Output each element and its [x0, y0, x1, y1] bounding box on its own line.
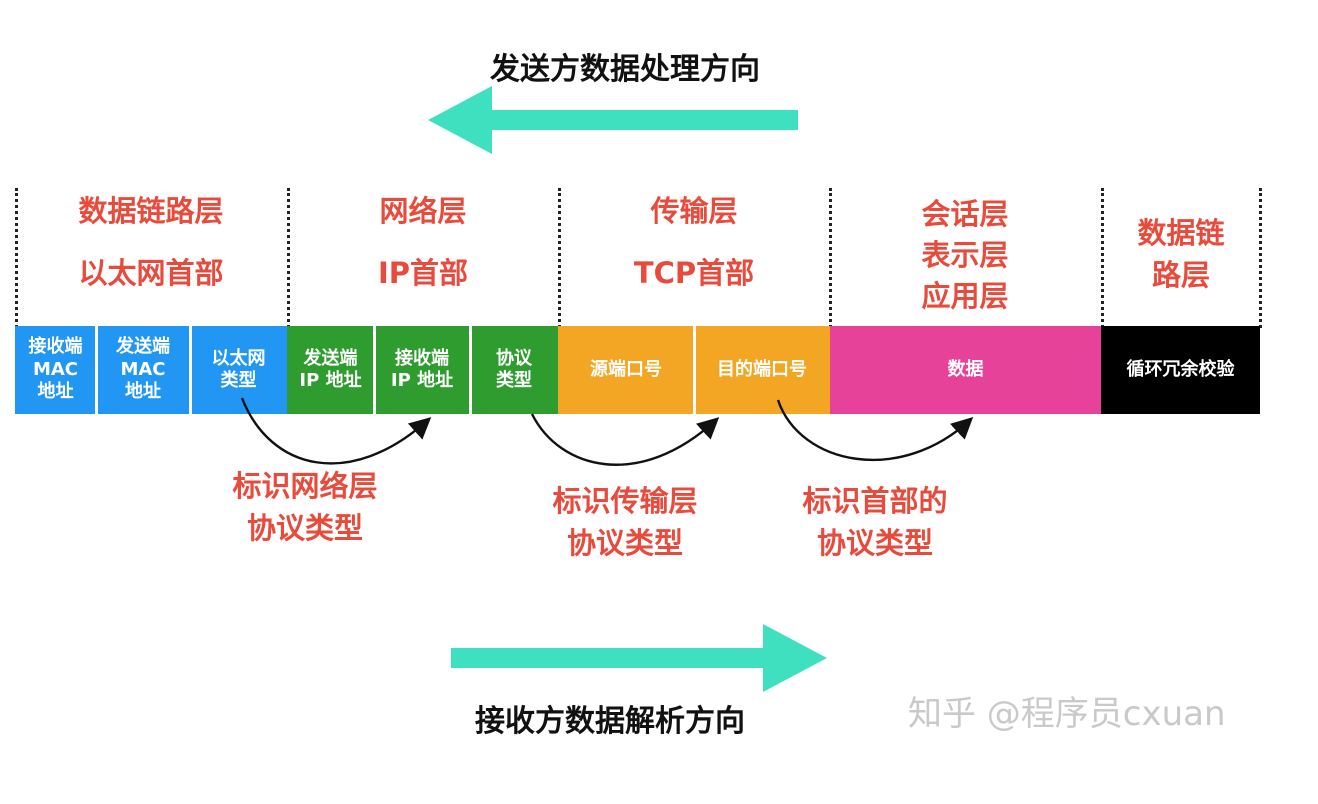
receiver-direction-arrow-icon	[451, 624, 827, 692]
field-src-mac: 发送端 MAC 地址	[96, 326, 190, 414]
watermark: 知乎 @程序员cxuan	[908, 694, 1226, 734]
annotation-network-protocol: 标识网络层 协议类型	[232, 469, 378, 546]
layer-label-application: 会话层 表示层 应用层	[921, 197, 1009, 314]
field-src-ip: 发送端 IP 地址	[287, 326, 374, 414]
layer-name-network: 网络层	[379, 194, 467, 228]
sender-direction-title: 发送方数据处理方向	[490, 52, 760, 87]
layer-divider	[558, 188, 561, 328]
layer-name-transport: 传输层	[650, 194, 738, 228]
field-separator	[373, 326, 376, 414]
layer-divider	[829, 188, 832, 328]
field-dest-mac: 接收端 MAC 地址	[15, 326, 96, 414]
layer-divider	[1259, 188, 1262, 328]
layer-name-datalink: 数据链路层	[78, 194, 224, 228]
field-src-port: 源端口号	[558, 326, 694, 414]
field-separator	[469, 326, 472, 414]
field-separator	[189, 326, 192, 414]
layer-divider	[1101, 188, 1104, 328]
sender-arrow-shape	[428, 86, 798, 154]
layer-divider	[287, 188, 290, 328]
receiver-direction-title: 接收方数据解析方向	[475, 704, 745, 739]
field-dest-ip: 接收端 IP 地址	[374, 326, 470, 414]
layer-header-ip: IP首部	[377, 255, 469, 290]
layer-label-network: 网络层 IP首部	[287, 194, 559, 290]
field-protocol-type: 协议 类型	[470, 326, 558, 414]
field-separator	[693, 326, 696, 414]
curved-arrow-header	[776, 399, 974, 462]
curved-arrow-transport	[530, 413, 720, 466]
layer-header-ethernet: 以太网首部	[78, 255, 224, 290]
curved-arrow-network	[240, 397, 432, 465]
layer-label-datalink: 数据链路层 以太网首部	[15, 194, 287, 290]
field-ether-type: 以太网 类型	[190, 326, 287, 414]
layer-label-datalink-trailer: 数据链 路层	[1137, 216, 1225, 293]
annotation-transport-protocol: 标识传输层 协议类型	[552, 484, 698, 561]
frame-bar: 接收端 MAC 地址 发送端 MAC 地址 以太网 类型 发送端 IP 地址 接…	[15, 326, 1260, 414]
layer-label-transport: 传输层 TCP首部	[558, 194, 830, 290]
layer-divider	[15, 188, 18, 328]
sender-direction-arrow-icon	[428, 86, 798, 154]
field-dest-port: 目的端口号	[694, 326, 830, 414]
receiver-arrow-shape	[451, 624, 827, 692]
field-data: 数据	[830, 326, 1101, 414]
layer-header-tcp: TCP首部	[633, 255, 755, 290]
field-crc: 循环冗余校验	[1101, 326, 1260, 414]
annotation-header-protocol: 标识首部的 协议类型	[802, 484, 948, 561]
field-separator	[95, 326, 98, 414]
